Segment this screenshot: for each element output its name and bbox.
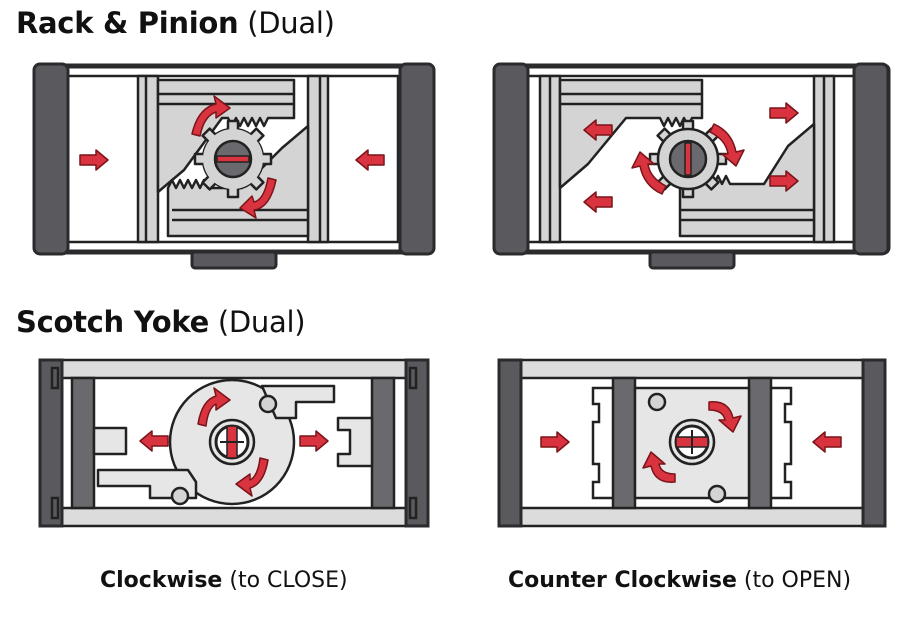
rotation-arrow-top-icon xyxy=(191,95,231,137)
rack-pinion-subtitle: (Dual) xyxy=(247,6,335,40)
bracket-left xyxy=(591,386,613,500)
pin-bolt-lower xyxy=(707,484,727,504)
piston-right xyxy=(306,74,330,244)
end-cap-left xyxy=(492,62,530,256)
pin-bolt-upper xyxy=(647,392,667,412)
lower-rack xyxy=(166,124,310,238)
caption-counter-clockwise: Counter Clockwise (to OPEN) xyxy=(508,568,851,593)
scotch-yoke-clockwise-diagram xyxy=(38,358,430,528)
piston-rod-left xyxy=(92,426,128,456)
output-shaft-base xyxy=(190,250,278,270)
end-cap-left xyxy=(32,62,70,256)
pinion-gear-icon xyxy=(193,119,273,199)
rotation-arrow-right-icon xyxy=(709,123,745,167)
output-shaft-base xyxy=(648,250,736,270)
rack-pinion-title: Rack & Pinion xyxy=(16,6,239,40)
scotch-yoke-heading: Scotch Yoke (Dual) xyxy=(16,305,306,339)
scotch-yoke-subtitle: (Dual) xyxy=(217,305,306,339)
pinion-gear-icon xyxy=(648,119,728,199)
upper-rack xyxy=(156,78,296,194)
rack-pinion-clockwise-diagram xyxy=(32,62,436,270)
end-cap-left xyxy=(497,358,523,528)
end-cap-left xyxy=(38,358,64,528)
rotation-arrow-bottom-icon xyxy=(235,457,269,497)
scotch-yoke-title: Scotch Yoke xyxy=(16,305,209,339)
rotation-arrow-top-icon xyxy=(708,401,742,433)
rack-pinion-counter-clockwise-diagram xyxy=(492,62,891,270)
end-cap-right xyxy=(398,62,436,256)
caption-clockwise-bold: Clockwise xyxy=(100,568,223,593)
pin-bolt-lower xyxy=(170,486,190,506)
scotch-yoke-counter-clockwise-diagram xyxy=(497,358,887,528)
rotation-arrow-bottom-icon xyxy=(239,177,277,219)
piston-right xyxy=(370,376,396,510)
end-cap-right xyxy=(861,358,887,528)
rotation-arrow-left-icon xyxy=(631,151,667,195)
rotation-arrow-top-icon xyxy=(197,387,231,427)
caption-clockwise-light: (to CLOSE) xyxy=(229,568,348,593)
piston-left xyxy=(136,74,160,244)
caption-counter-clockwise-light: (to OPEN) xyxy=(743,568,852,593)
upper-rack xyxy=(558,78,704,190)
pin-bolt-upper xyxy=(258,394,278,414)
output-shaft-icon xyxy=(208,418,256,466)
rack-pinion-heading: Rack & Pinion (Dual) xyxy=(16,6,335,40)
rotation-arrow-bottom-icon xyxy=(642,451,676,483)
bracket-right xyxy=(771,386,793,500)
yoke-rod-upper xyxy=(260,384,336,420)
end-cap-right xyxy=(404,358,430,528)
output-shaft-icon xyxy=(668,418,716,466)
end-cap-right xyxy=(852,62,890,256)
caption-clockwise: Clockwise (to CLOSE) xyxy=(100,568,348,593)
piston-right xyxy=(747,376,773,510)
piston-left xyxy=(611,376,637,510)
piston-rod-right xyxy=(336,416,374,468)
caption-counter-clockwise-bold: Counter Clockwise xyxy=(508,568,737,593)
piston-left xyxy=(70,376,96,510)
